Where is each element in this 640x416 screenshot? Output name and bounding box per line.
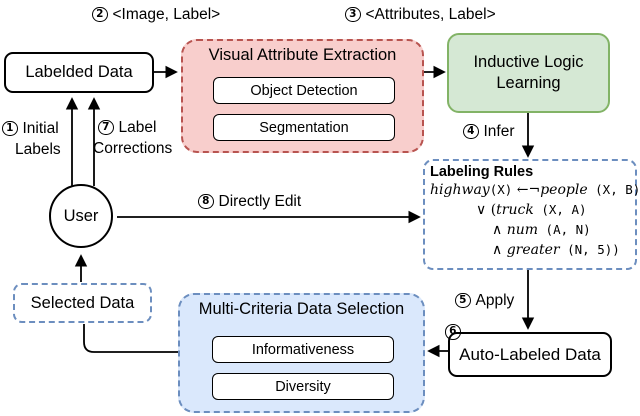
edge-label-infer: 4 Infer (463, 121, 515, 142)
labeled-data-node: Labelded Data (4, 52, 154, 93)
initial-labels-line2: Labels (15, 141, 61, 158)
edge-label-apply: 5 Apply (455, 290, 514, 311)
inductive-logic-learning-label: Inductive Logic Learning (473, 53, 584, 92)
infer-text: Infer (483, 123, 515, 140)
visual-attribute-extraction-node: Visual Attribute Extraction Object Detec… (181, 39, 424, 153)
edge-label-attributes-label: 3 <Attributes, Label> (345, 4, 496, 25)
attributes-label-text: <Attributes, Label> (365, 6, 496, 23)
step-6-badge: 6 (445, 324, 461, 340)
formula-line: ∨ (truck (X, A) (476, 202, 587, 218)
user-label: User (63, 206, 99, 225)
segmentation-node: Segmentation (213, 114, 395, 141)
step-1-badge: 1 (2, 120, 18, 137)
selected-data-node: Selected Data (13, 283, 152, 323)
selected-data-label: Selected Data (30, 293, 135, 312)
multi-criteria-selection-title: Multi-Criteria Data Selection (198, 300, 405, 318)
user-node: User (49, 184, 113, 248)
step-7-badge: 7 (98, 119, 114, 136)
step-8-badge: 8 (198, 193, 214, 210)
step-2-badge: 2 (92, 6, 108, 23)
edge-label-select: 6 (445, 324, 461, 340)
formula-line: ∧ greater (N, 5)) (492, 242, 620, 258)
diversity-node: Diversity (212, 373, 394, 400)
step-3-badge: 3 (345, 6, 361, 23)
multi-criteria-selection-node: Multi-Criteria Data Selection Informativ… (178, 293, 425, 413)
informativeness-node: Informativeness (212, 336, 394, 363)
labeling-rules-formula: highway(X) ←¬people (X, B) ∨ (truck (X, A… (430, 180, 640, 260)
initial-labels-line1: Initial (22, 120, 59, 137)
labeling-rules-node: Labeling Rules highway(X) ←¬people (X, B… (423, 159, 640, 270)
directly-edit-text: Directly Edit (218, 193, 302, 210)
label-corrections-line1: Label (118, 119, 157, 136)
object-detection-node: Object Detection (213, 77, 395, 104)
auto-labeled-data-label: Auto-Labeled Data (459, 344, 601, 364)
object-detection-label: Object Detection (250, 82, 358, 99)
step-4-badge: 4 (463, 123, 479, 140)
label-corrections-line2: Corrections (93, 140, 173, 157)
auto-labeled-data-node: Auto-Labeled Data (448, 332, 612, 377)
edge-label-label-corrections: 7 Label Corrections (93, 117, 172, 159)
segmentation-label: Segmentation (259, 119, 349, 136)
formula-line: highway(X) ←¬people (X, B) (430, 182, 640, 198)
edge-label-directly-edit: 8 Directly Edit (198, 191, 301, 212)
informativeness-label: Informativeness (251, 341, 355, 358)
image-label-text: <Image, Label> (112, 6, 221, 23)
diversity-label: Diversity (275, 378, 331, 395)
step-5-badge: 5 (455, 292, 471, 309)
visual-attribute-extraction-title: Visual Attribute Extraction (208, 46, 397, 64)
labeling-rules-title: Labeling Rules (430, 164, 534, 180)
apply-text: Apply (475, 292, 515, 309)
inductive-logic-learning-node: Inductive Logic Learning (447, 33, 610, 113)
formula-line: ∧ num (A, N) (492, 222, 591, 238)
edge-label-image-label: 2 <Image, Label> (92, 4, 220, 25)
line-selection-to-selected (83, 324, 178, 353)
edge-label-initial-labels: 1 Initial Labels (2, 118, 61, 160)
labeled-data-label: Labelded Data (25, 63, 133, 81)
